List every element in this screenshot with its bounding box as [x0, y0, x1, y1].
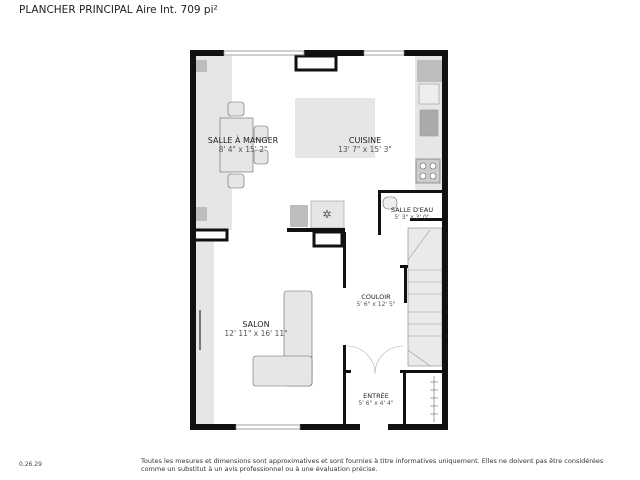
room-name-couloir: COULOIR: [361, 293, 391, 301]
disclaimer: Toutes les mesures et dimensions sont ap…: [141, 457, 604, 474]
chair: [253, 149, 269, 165]
room-name-salle-a-manger: SALLE À MANGER: [208, 134, 279, 145]
chair: [253, 125, 269, 141]
room-dim-salle-d-eau: 5' 3" x 3' 0": [394, 214, 430, 221]
closet: [430, 376, 438, 422]
room-dim-cuisine: 13' 7" x 15' 3": [338, 145, 392, 154]
room-name-salon: SALON: [242, 320, 269, 329]
windows: [223, 50, 405, 430]
kitchen-island: [295, 98, 375, 158]
stove-icon: [415, 158, 441, 184]
fixtures: ✲: [196, 56, 443, 424]
built-in-strip: [196, 240, 214, 424]
dining-table: [219, 117, 254, 173]
svg-text:✲: ✲: [322, 208, 331, 221]
walls: [190, 50, 448, 430]
room-name-entree: ENTRÉE: [363, 391, 389, 400]
fridge: [418, 83, 440, 105]
chair: [227, 101, 245, 117]
version-label: 0.26.29: [19, 461, 42, 468]
sofa: [252, 355, 313, 387]
counter-cabinet: [310, 200, 345, 229]
sink-icon: [419, 109, 439, 137]
toilet: [382, 196, 398, 210]
room-dim-salon: 12' 11" x 16' 11": [224, 329, 287, 338]
door-swing: [346, 345, 404, 375]
room-dim-couloir: 5' 6" x 12' 5": [356, 301, 395, 308]
floor-title: PLANCHER PRINCIPAL Aire Int. 709 pi²: [19, 4, 218, 16]
room-dim-entree: 5' 6" x 4' 4": [358, 400, 394, 407]
stairs: [407, 227, 443, 367]
room-name-salle-d-eau: SALLE D'EAU: [391, 206, 433, 214]
room-name-cuisine: CUISINE: [349, 136, 381, 145]
room-dim-salle-a-manger: 8' 4" x 15' 2": [219, 145, 268, 154]
chair: [227, 173, 245, 189]
